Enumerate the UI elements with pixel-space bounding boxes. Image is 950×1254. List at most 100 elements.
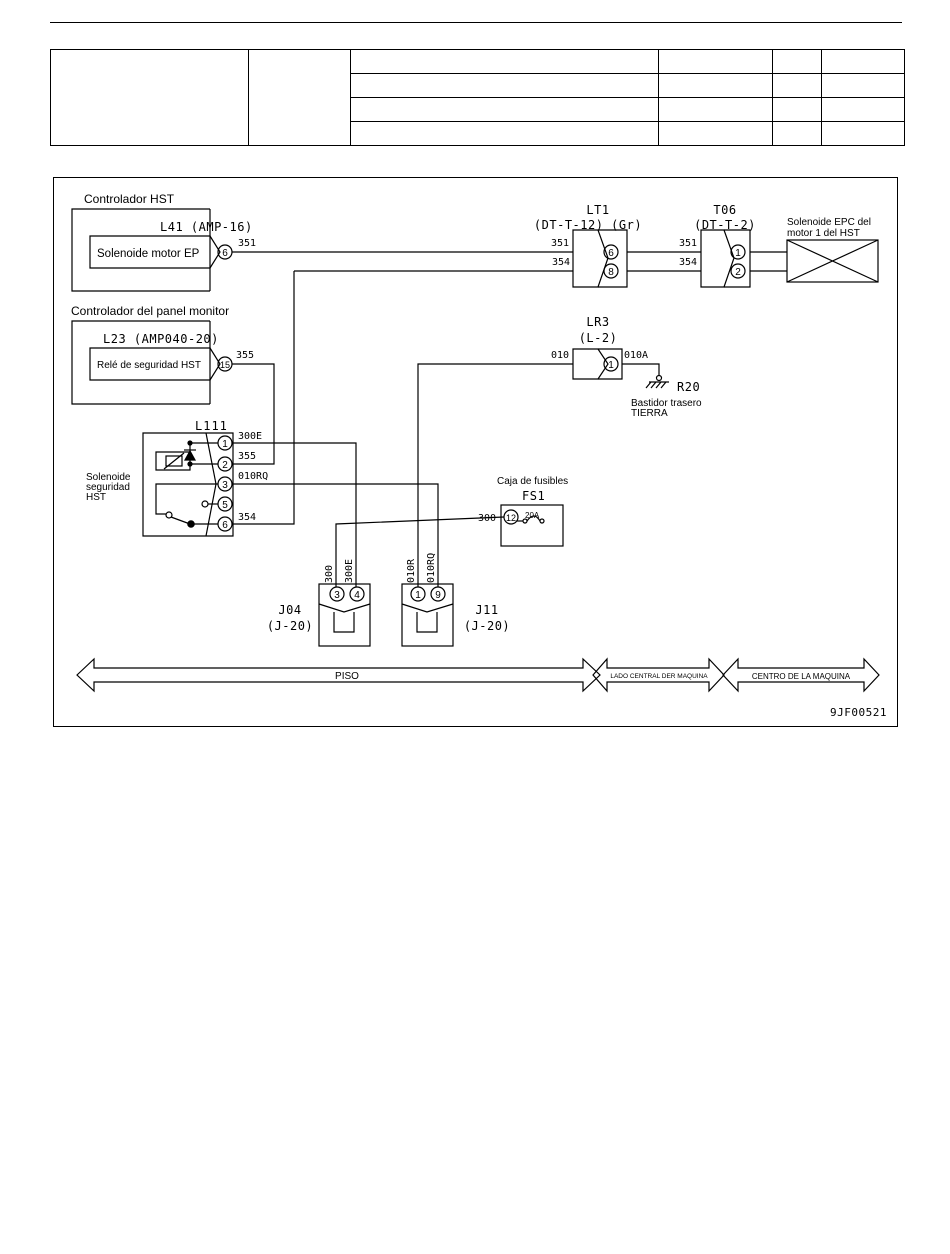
controller-hst-box [71,208,210,292]
j11-connector-slot [416,612,438,633]
pin-label: 8 [608,267,614,278]
j04-connector-box [318,583,371,647]
pin-label: 6 [608,248,614,259]
switch-contact [201,500,209,508]
wire-label: 300 [478,513,496,524]
j04-name: J04 [278,603,301,617]
wire-label: 300E [238,431,262,442]
j11-connector-chevron [401,603,454,613]
relay-l111-connector: L111 [195,419,228,433]
zone-arrow-piso [76,657,601,693]
wire-label: 351 [551,238,569,249]
header-table [50,49,905,146]
diode-icon [183,449,197,461]
pin-label: 2 [222,460,228,471]
wire-label: 351 [679,238,697,249]
pin-label: 6 [222,248,228,259]
j04-connector-chevron [318,603,371,613]
fuse-box-name: FS1 [522,489,545,503]
ground-label-line: TIERRA [631,408,668,419]
wire-label: 355 [238,451,256,462]
lt1-name: LT1 [586,203,609,217]
relay-l111-box [142,432,206,537]
wire-label: 300 [324,565,335,583]
pin-label: 1 [608,360,614,371]
relay-coil-slash [163,452,185,470]
wire-label: 010R [406,558,417,583]
epc-label-line: motor 1 del HST [787,228,860,239]
header-cell [658,73,773,98]
header-cell [772,73,822,98]
pin-label: 3 [222,480,228,491]
controller-hst-title: Controlador HST [84,192,175,206]
ground-icon [645,381,669,389]
wire-label: 351 [238,238,256,249]
fuse-icon [526,515,541,522]
epc-label-line: Solenoide EPC del [787,217,871,228]
j04-type: (J-20) [267,619,313,633]
controller-hst-connector: L41 (AMP-16) [160,220,253,234]
pin-label: 12 [506,513,516,523]
fuse-contact [539,518,545,524]
wire-label: 010RQ [426,553,437,583]
junction-dot [187,440,193,446]
j11-connector-box [401,583,454,647]
relay-coil-icon [165,455,183,467]
monitor-controller-title: Controlador del panel monitor [71,304,229,318]
pin-circle [603,244,619,260]
pin-label: 2 [735,267,741,278]
pin-label: 1 [415,590,421,601]
fuse-rating: 20A [525,511,540,520]
pin-label: 9 [435,590,441,601]
lr3-name: LR3 [586,315,609,329]
wire-label: 355 [236,350,254,361]
lt1-type: (DT-T-12) (Gr) [534,218,642,232]
monitor-controller-box [71,320,210,405]
j11-type: (J-20) [464,619,510,633]
switch-arm [170,516,191,525]
diagram-frame [53,177,898,727]
zone-label-lado-central: LADO CENTRAL DER MAQUINA [610,673,708,680]
ground-node [655,374,663,382]
pin-label: 3 [334,590,340,601]
wire-label: 010A [624,350,648,361]
t06-connector-right [724,229,751,288]
wire-label: 010RQ [238,471,268,482]
zone-label-centro: CENTRO DE LA MAQUINA [752,672,851,681]
pin-label: 4 [354,590,360,601]
lr3-connector-left [572,348,609,380]
j11-name: J11 [475,603,498,617]
pin-label: 1 [222,439,228,450]
fuse-box-title: Caja de fusibles [497,476,568,487]
header-cell [821,121,905,146]
pin-label: 15 [220,360,230,370]
zone-arrow-centro [722,657,880,693]
relay-label-line: HST [86,492,106,503]
ground-label-line: Bastidor trasero [631,398,702,409]
j04-connector-slot [333,612,355,633]
lt1-connector-right [598,229,628,288]
pin-label: 5 [222,500,228,511]
switch-contact-dot [187,520,195,528]
wire-355 [232,363,275,465]
wire-010 [417,363,573,587]
relay-label-line: Solenoide [86,472,131,483]
wire-label: 010 [551,350,569,361]
header-cell [50,49,249,146]
relay-switch-wiring [155,483,218,515]
t06-name: T06 [713,203,736,217]
zone-label-piso: PISO [335,671,359,682]
switch-contact [165,511,173,519]
relay-label-line: seguridad [86,482,130,493]
wire-300E [232,442,357,587]
connector-chevron [209,347,221,381]
junction-dot [187,461,193,467]
pin-circle [603,356,619,372]
header-cell [350,73,659,98]
wire-354-relay [232,271,295,525]
relay-coil-wiring [155,442,218,471]
solenoid-motor-ep-label: Solenoide motor EP [97,248,200,260]
wire-label: 354 [238,512,256,523]
hst-safety-relay-label: Relé de seguridad HST [97,360,201,371]
